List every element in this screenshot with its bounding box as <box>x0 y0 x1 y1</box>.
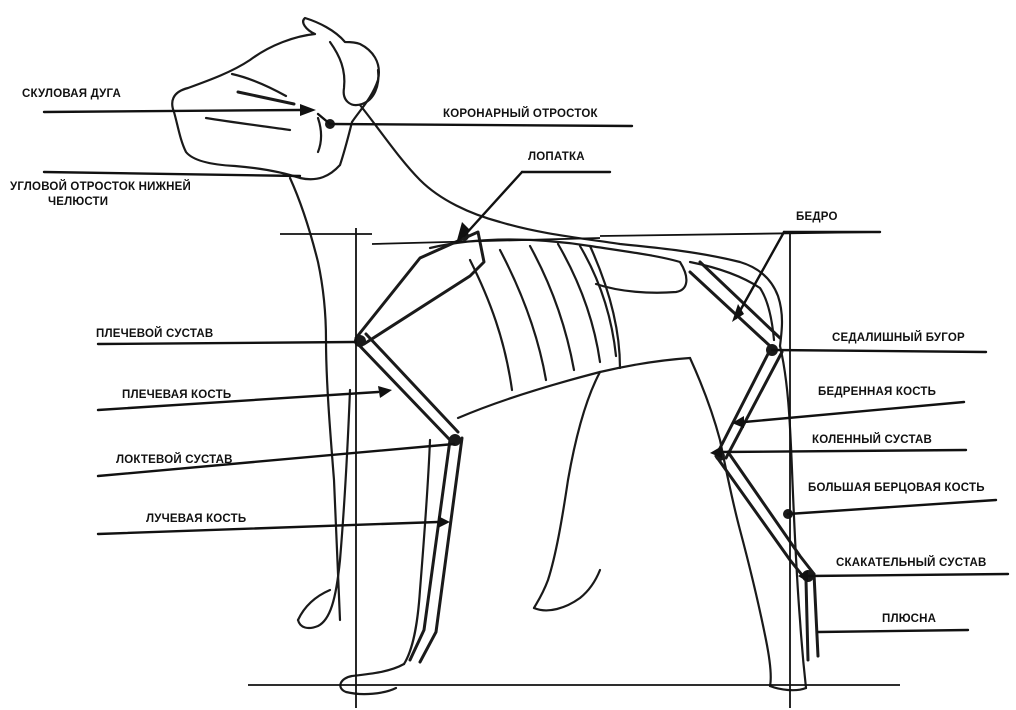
label-humerus: ПЛЕЧЕВАЯ КОСТЬ <box>122 388 231 403</box>
label-coronoid-process: КОРОНАРНЫЙ ОТРОСТОК <box>443 107 598 122</box>
label-angular-process-line1: УГЛОВОЙ ОТРОСТОК НИЖНЕЙ <box>10 180 191 195</box>
label-knee-joint: КОЛЕННЫЙ СУСТАВ <box>812 433 932 448</box>
label-angular-process-line2: ЧЕЛЮСТИ <box>48 195 108 210</box>
label-tibia: БОЛЬШАЯ БЕРЦОВАЯ КОСТЬ <box>808 481 985 496</box>
label-elbow-joint: ЛОКТЕВОЙ СУСТАВ <box>116 453 233 468</box>
label-femur-bone: БЕДРЕННАЯ КОСТЬ <box>818 385 936 400</box>
label-shoulder-joint: ПЛЕЧЕВОЙ СУСТАВ <box>96 327 213 342</box>
label-scapula: ЛОПАТКА <box>528 150 585 165</box>
label-metatarsus: ПЛЮСНА <box>882 612 936 627</box>
label-femur-region: БЕДРО <box>796 210 838 225</box>
label-ischial-tuberosity: СЕДАЛИШНЫЙ БУГОР <box>832 331 965 346</box>
label-radius: ЛУЧЕВАЯ КОСТЬ <box>146 512 246 527</box>
label-hock-joint: СКАКАТЕЛЬНЫЙ СУСТАВ <box>836 556 986 571</box>
label-zygomatic-arch: СКУЛОВАЯ ДУГА <box>22 87 121 102</box>
